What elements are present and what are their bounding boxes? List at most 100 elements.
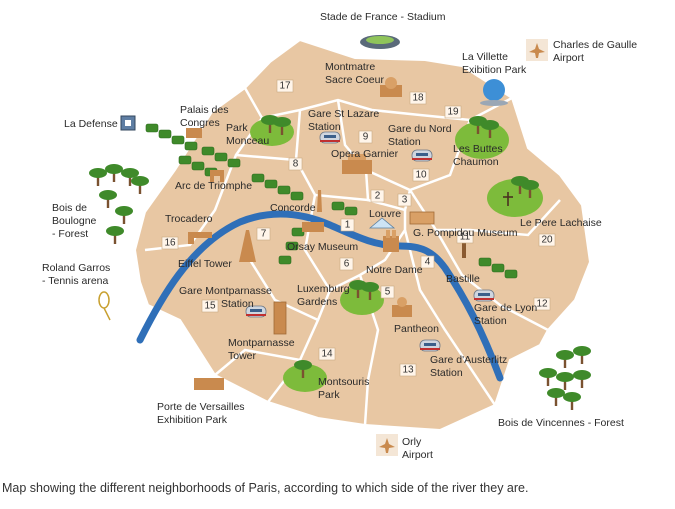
map-caption: Map showing the different neighborhoods …	[2, 481, 529, 495]
label-park-monceau: Park	[226, 122, 248, 134]
label-cdg: Airport	[553, 52, 584, 64]
arrondissement-16: 16	[161, 236, 179, 250]
svg-text:19: 19	[447, 107, 459, 118]
opera-garnier-icon	[342, 154, 372, 174]
svg-text:15: 15	[204, 301, 216, 312]
villette-sphere-icon	[480, 79, 508, 106]
label-orly: Airport	[402, 449, 433, 461]
arrondissement-18: 18	[409, 91, 427, 105]
label-montparnasse-tower: Tower	[228, 350, 257, 362]
label-palais-congres: Palais des	[180, 104, 228, 116]
svg-text:13: 13	[402, 365, 414, 376]
label-gare-de-lyon: Station	[474, 315, 507, 327]
palais-congres-icon	[186, 128, 202, 138]
pantheon-icon	[392, 297, 412, 317]
label-st-lazare: Station	[308, 121, 341, 133]
place-labels: Stade de France - Stadium Charles de Gau…	[42, 11, 637, 461]
cross-icon	[503, 192, 513, 206]
svg-text:16: 16	[164, 238, 176, 249]
arrondissement-3: 3	[397, 193, 412, 207]
svg-text:10: 10	[415, 170, 427, 181]
label-park-monceau: Monceau	[226, 135, 269, 147]
svg-text:17: 17	[279, 81, 291, 92]
label-bois-de-boulogne: Boulogne	[52, 215, 97, 227]
park-luxembourg	[340, 285, 384, 315]
arrondissement-15: 15	[201, 299, 219, 313]
label-porte-de-versailles: Porte de Versailles	[157, 401, 245, 413]
stadium-icon	[360, 35, 400, 49]
label-luxembourg: Gardens	[297, 296, 337, 308]
svg-text:9: 9	[363, 132, 369, 143]
arrondissement-badges: 1 2 3 4 5 6 7 8 9 10 11 12 13 14 15 16 1…	[161, 79, 556, 377]
label-eiffel-tower: Eiffel Tower	[178, 258, 232, 270]
arrondissement-1: 1	[340, 218, 355, 232]
label-la-defense: La Defense	[64, 118, 118, 130]
label-austerlitz: Station	[430, 367, 463, 379]
arrondissement-20: 20	[538, 233, 556, 247]
park-buttes-chaumont	[455, 121, 509, 159]
label-trocadero: Trocadero	[165, 213, 213, 225]
label-orly: Orly	[402, 436, 422, 448]
label-la-villette: Exibition Park	[462, 64, 527, 76]
arrondissement-8: 8	[288, 157, 303, 171]
bastille-column-icon	[462, 240, 466, 258]
concorde-obelisk-icon	[317, 190, 322, 212]
svg-text:18: 18	[412, 93, 424, 104]
svg-text:4: 4	[425, 257, 431, 268]
label-montparnasse-station: Station	[221, 298, 254, 310]
arrondissement-19: 19	[444, 105, 462, 119]
label-gare-du-nord: Gare du Nord	[388, 123, 452, 135]
arrondissement-2: 2	[370, 189, 385, 203]
label-roland-garros: Roland Garros	[42, 262, 110, 274]
label-luxembourg: Luxemburg	[297, 283, 350, 295]
arrondissement-13: 13	[399, 363, 417, 377]
arrondissement-9: 9	[358, 130, 373, 144]
label-palais-congres: Congres	[180, 117, 220, 129]
label-pompidou: G. Pompidou Museum	[413, 227, 518, 239]
label-pantheon: Pantheon	[394, 323, 439, 335]
svg-text:5: 5	[385, 287, 391, 298]
label-bois-de-boulogne: - Forest	[52, 228, 88, 240]
label-gare-de-lyon: Gare de Lyon	[474, 302, 537, 314]
label-cdg: Charles de Gaulle	[553, 39, 637, 51]
orsay-museum-icon	[302, 222, 324, 232]
label-montsouris: Park	[318, 389, 340, 401]
label-bois-de-boulogne: Bois de	[52, 202, 87, 214]
arrondissement-6: 6	[339, 257, 354, 271]
arrondissement-14: 14	[318, 347, 336, 361]
label-montmartre: Sacre Coeur	[325, 74, 384, 86]
label-bastille: Bastille	[446, 273, 480, 285]
label-buttes-chaumont: Chaumon	[453, 156, 499, 168]
svg-text:11: 11	[460, 232, 471, 243]
trocadero-icon	[188, 232, 212, 244]
airport-icon	[376, 39, 548, 456]
label-arc-de-triomphe: Arc de Triomphe	[175, 180, 252, 192]
label-louvre: Louvre	[369, 208, 401, 220]
eiffel-tower-icon	[239, 230, 256, 262]
forest-vincennes	[539, 346, 591, 410]
arrondissement-17: 17	[276, 79, 294, 93]
versailles-expo-icon	[194, 378, 224, 390]
label-opera-garnier: Opera Garnier	[331, 148, 399, 160]
svg-text:14: 14	[321, 349, 333, 360]
svg-text:20: 20	[541, 235, 553, 246]
arrondissement-10: 10	[412, 168, 430, 182]
montparnasse-tower-icon	[273, 301, 287, 335]
pompidou-icon	[409, 211, 435, 225]
notre-dame-icon	[383, 230, 399, 252]
arrondissement-5: 5	[380, 285, 395, 299]
label-gare-du-nord: Station	[388, 136, 421, 148]
landmarks	[98, 35, 508, 390]
svg-text:12: 12	[536, 299, 548, 310]
label-notre-dame: Notre Dame	[366, 264, 423, 276]
svg-text:2: 2	[375, 191, 381, 202]
label-buttes-chaumont: Les Buttes	[453, 143, 503, 155]
label-bois-de-vincennes: Bois de Vincennes - Forest	[498, 417, 624, 429]
label-concorde: Concorde	[270, 202, 316, 214]
svg-text:1: 1	[345, 220, 351, 231]
label-austerlitz: Gare d'Austerlitz	[430, 354, 507, 366]
louvre-pyramid-icon	[368, 217, 396, 229]
svg-text:8: 8	[293, 159, 299, 170]
label-orsay: Orsay Museum	[287, 241, 358, 253]
arrondissement-12: 12	[533, 297, 551, 311]
